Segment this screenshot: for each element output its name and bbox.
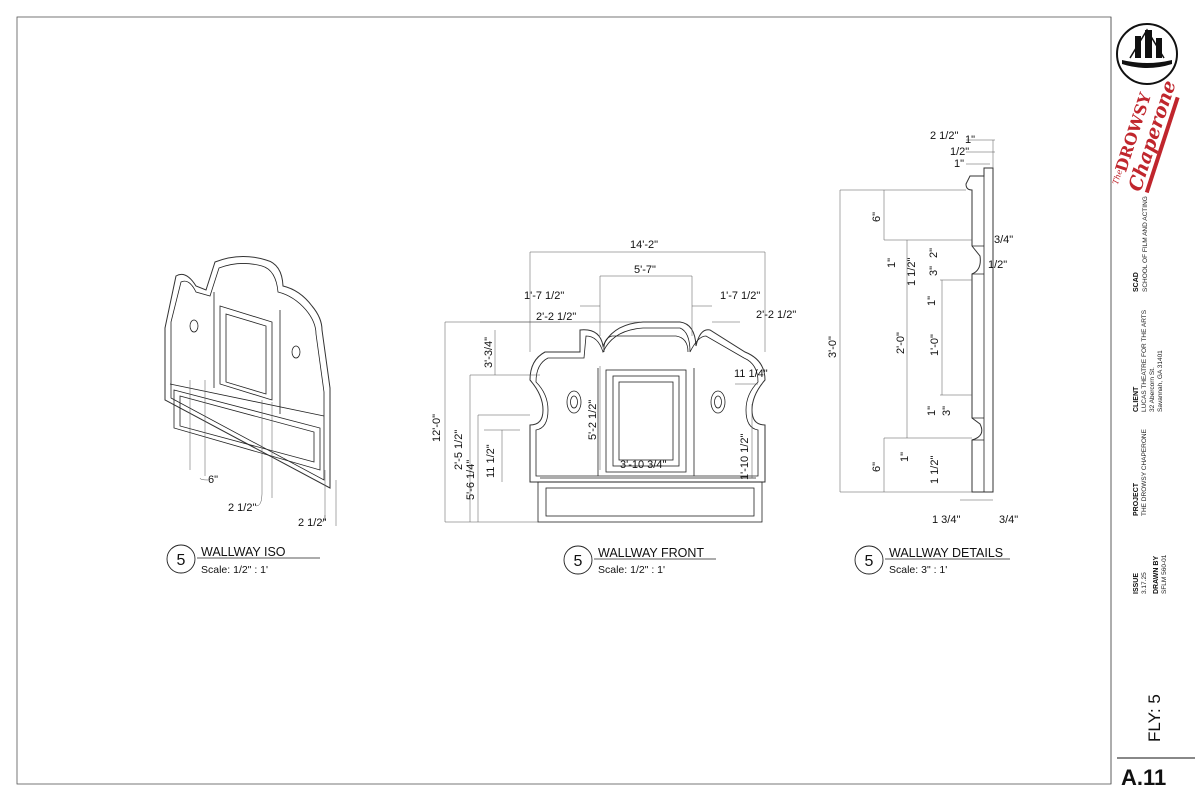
detail-dim-upper: 6" <box>871 212 883 222</box>
project-name: THE DROWSY CHAPERONE <box>1141 428 1148 516</box>
detail-dim-bottom-l: 1 3/4" <box>932 514 960 526</box>
view-number: 5 <box>865 553 874 570</box>
drawn-head: DRAWN BY <box>1153 556 1160 594</box>
detail-dim-a112b: 1 1/2" <box>929 456 941 484</box>
view-number: 5 <box>574 553 583 570</box>
detail-dim-middle: 2'-0" <box>895 332 907 354</box>
front-dim-left-height: 3'-3/4" <box>483 337 495 368</box>
client-line-2: 32 Abercorn St. <box>1149 367 1156 412</box>
iso-dim-2-1-2-b: 2 1/2" <box>298 517 326 529</box>
front-dim-center-width: 5'-7" <box>634 264 656 276</box>
titleblock-drawn-by: DRAWN BY SFLM 560-01 <box>1153 554 1168 594</box>
detail-dim-a10: 1'-0" <box>929 334 941 356</box>
client-line-1: LUCAS THEATRE FOR THE ARTS <box>1141 309 1148 412</box>
detail-dim-top-a: 2 1/2" <box>930 130 958 142</box>
client-line-3: Savannah, GA 31401 <box>1157 350 1164 412</box>
detail-dim-top-d: 1" <box>954 158 964 170</box>
iso-dim-2-1-2-a: 2 1/2" <box>228 502 256 514</box>
front-dim-right-offset: 1'-7 1/2" <box>720 290 760 302</box>
view-title-iso: 5 WALLWAY ISO Scale: 1/2" : 1' <box>166 544 320 576</box>
detail-dim-a3b: 3" <box>941 406 953 416</box>
school-head: SCAD <box>1133 272 1140 292</box>
view-scale: Scale: 1/2" : 1' <box>201 564 268 576</box>
view-title: WALLWAY DETAILS <box>889 546 1003 560</box>
detail-dim-a3: 3" <box>928 266 940 276</box>
front-dim-left-offset: 1'-7 1/2" <box>524 290 564 302</box>
wallway-iso-drawing <box>164 256 337 526</box>
front-dim-left-inner: 2'-2 1/2" <box>536 311 576 323</box>
view-number: 5 <box>177 552 186 569</box>
titleblock-project: PROJECT THE DROWSY CHAPERONE <box>1133 428 1148 516</box>
detail-dim-lower: 6" <box>871 462 883 472</box>
view-title: WALLWAY ISO <box>201 545 286 559</box>
front-dim-overall-height: 12'-0" <box>431 414 443 442</box>
iso-dim-6: 6" <box>208 474 218 486</box>
scad-logo-icon <box>1116 23 1178 85</box>
view-title-details: 5 WALLWAY DETAILS Scale: 3" : 1' <box>854 545 1010 576</box>
drowsy-chaperone-logo: The DROWSY Chaperone <box>1111 78 1181 194</box>
front-dim-left-c: 11 1/2" <box>485 444 497 478</box>
detail-dim-a2: 2" <box>928 248 940 258</box>
detail-dim-r34: 3/4" <box>994 234 1013 246</box>
front-dim-overall-width: 14'-2" <box>630 239 658 251</box>
detail-dim-top-b: 1" <box>965 134 975 146</box>
wallway-front-drawing <box>444 251 766 523</box>
detail-dim-top-c: 1/2" <box>950 146 969 158</box>
wallway-details-drawing <box>839 139 995 501</box>
project-head: PROJECT <box>1133 482 1140 516</box>
titleblock-client: CLIENT LUCAS THEATRE FOR THE ARTS 32 Abe… <box>1133 309 1164 412</box>
issue-date: 3.17.25 <box>1141 572 1148 594</box>
detail-dim-a1d: 1" <box>899 452 911 462</box>
detail-dim-overall: 3'-0" <box>827 336 839 358</box>
view-scale: Scale: 3" : 1' <box>889 564 947 576</box>
view-title: WALLWAY FRONT <box>598 546 704 560</box>
titleblock-school: SCAD SCHOOL OF FILM AND ACTING <box>1133 196 1149 292</box>
issue-head: ISSUE <box>1133 573 1140 594</box>
front-dim-right-c: 1'-10 1/2" <box>739 434 751 480</box>
detail-dim-a1c: 1" <box>926 406 938 416</box>
client-head: CLIENT <box>1133 386 1140 412</box>
front-dim-right-inner: 2'-2 1/2" <box>756 309 796 321</box>
detail-dim-bottom-r: 3/4" <box>999 514 1018 526</box>
view-title-front: 5 WALLWAY FRONT Scale: 1/2" : 1' <box>563 545 716 576</box>
drawn-name: SFLM 560-01 <box>1161 554 1168 594</box>
detail-dim-a1: 1" <box>886 258 898 268</box>
front-dim-center-height: 5'-2 1/2" <box>587 400 599 440</box>
view-scale: Scale: 1/2" : 1' <box>598 564 665 576</box>
front-dim-left-b: 5'-6 1/4" <box>465 460 477 500</box>
front-dim-right-small: 11 1/4" <box>734 368 768 380</box>
detail-dim-a112: 1 1/2" <box>906 258 918 286</box>
school-name: SCHOOL OF FILM AND ACTING <box>1142 196 1149 292</box>
detail-dim-r12: 1/2" <box>988 259 1007 271</box>
titleblock-issue: ISSUE 3.17.25 <box>1133 572 1148 594</box>
sheet-number: A.11 <box>1121 765 1166 790</box>
front-dim-panel-width: 3'-10 3/4" <box>620 459 666 471</box>
detail-dim-a1b: 1" <box>926 296 938 306</box>
fly-number: FLY: 5 <box>1145 694 1164 742</box>
front-dim-left-a: 2'-5 1/2" <box>453 430 465 470</box>
